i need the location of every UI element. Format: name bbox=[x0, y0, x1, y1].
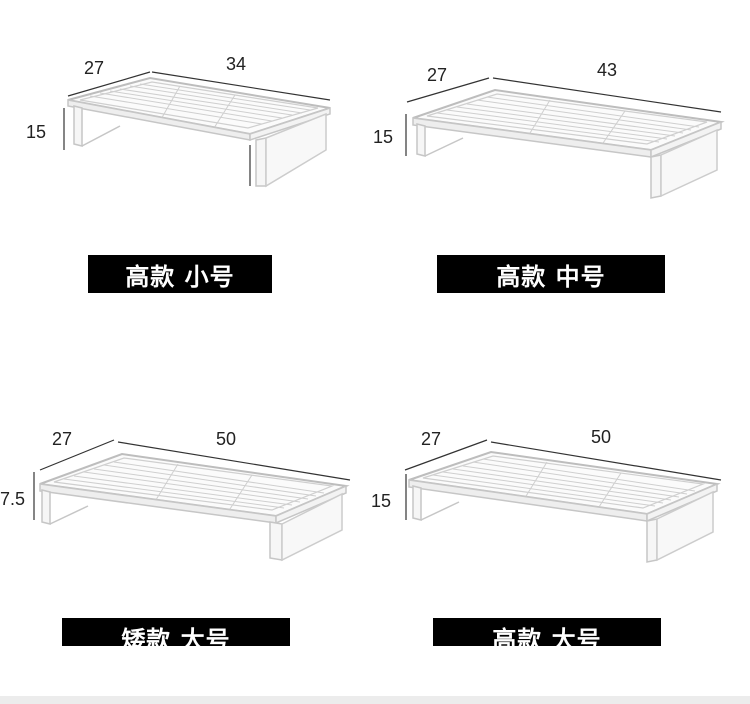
shelf-image bbox=[404, 439, 722, 563]
depth-dimension: 27 bbox=[427, 65, 448, 85]
width-dimension: 43 bbox=[597, 60, 618, 80]
product-panel-tall-small: 27 34 15 高款 小号 bbox=[0, 0, 375, 300]
shelf-image bbox=[63, 71, 331, 188]
shelf-image bbox=[33, 439, 351, 562]
height-dimension: 15 bbox=[371, 491, 392, 511]
height-dimension: 15 bbox=[373, 127, 394, 147]
product-label: 高款 中号 bbox=[437, 255, 665, 293]
shelf-image bbox=[405, 77, 725, 199]
product-panel-tall-large: 27 50 15 高款 大号 bbox=[371, 400, 750, 704]
product-label: 高款 大号 bbox=[433, 618, 661, 646]
product-label: 矮款 大号 bbox=[62, 618, 290, 646]
product-panel-tall-medium: 27 43 15 高款 中号 bbox=[373, 0, 750, 300]
depth-dimension: 27 bbox=[52, 429, 73, 449]
depth-dimension: 27 bbox=[84, 58, 105, 78]
height-dimension: 15 bbox=[26, 122, 47, 142]
product-panel-short-large: 27 50 7.5 矮款 大号 bbox=[0, 400, 375, 704]
width-dimension: 50 bbox=[591, 427, 612, 447]
width-dimension: 34 bbox=[226, 54, 247, 74]
height-dimension: 7.5 bbox=[0, 489, 26, 509]
product-label: 高款 小号 bbox=[88, 255, 272, 293]
width-dimension: 50 bbox=[216, 429, 237, 449]
bottom-divider bbox=[0, 696, 750, 704]
depth-dimension: 27 bbox=[421, 429, 442, 449]
